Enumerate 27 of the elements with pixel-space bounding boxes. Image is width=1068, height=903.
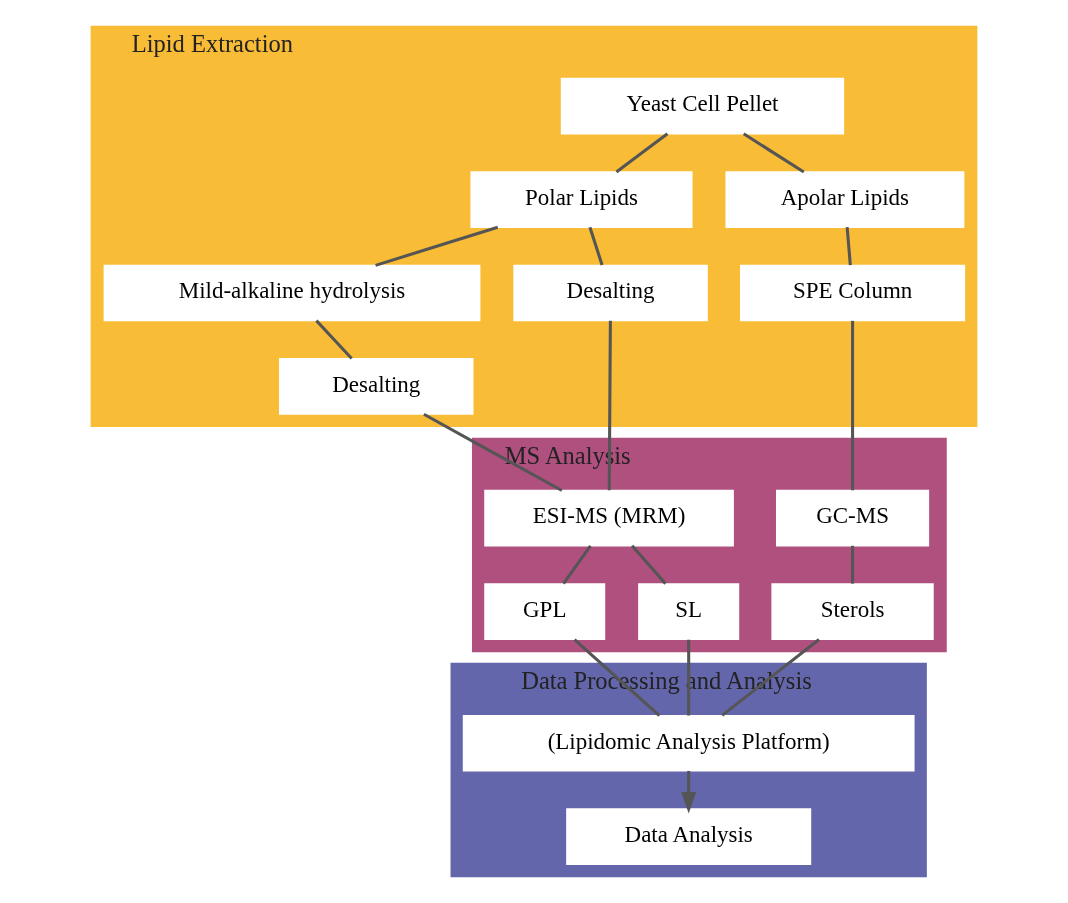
node-box: ESI-MS (MRM) [484,489,734,547]
connector [845,227,852,266]
connector [562,544,592,585]
node-box: Apolar Lipids [725,171,965,228]
node-box: Polar Lipids [470,171,693,228]
connector [588,226,604,266]
node-box: Desalting [279,358,474,415]
connector [375,225,499,267]
connector [315,319,353,360]
connector [742,132,805,174]
connector [851,320,855,491]
connector [423,412,563,492]
connector [630,544,667,585]
node-box: Data Analysis [566,808,812,866]
node-box: Desalting [513,264,708,322]
node-box: SL [638,583,740,640]
node-box: Yeast Cell Pellet [560,77,845,135]
node-box: GPL [484,583,606,640]
node-box: GC-MS [776,489,930,547]
connector [607,320,612,491]
node-box: (Lipidomic Analysis Platform) [462,714,915,772]
node-box: SPE Column [740,264,966,322]
connector [615,132,669,174]
node-box: Sterols [771,583,934,640]
node-box: Mild-alkaline hydrolysis [103,264,481,322]
arrow [681,770,697,814]
connector [851,545,855,584]
